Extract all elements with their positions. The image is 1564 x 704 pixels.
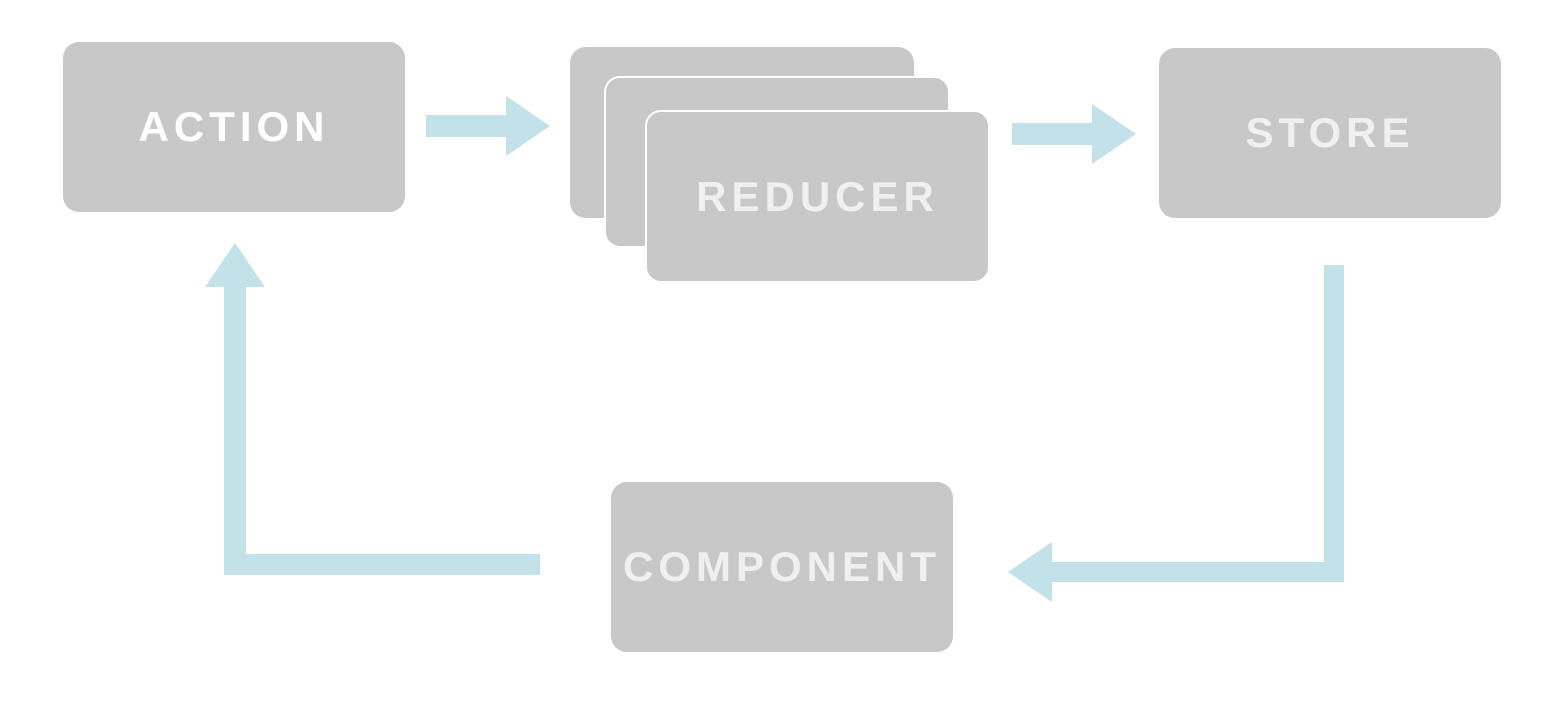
store-node: STORE xyxy=(1159,48,1501,218)
arrow-store-to-component xyxy=(1008,265,1344,602)
action-label: ACTION xyxy=(138,103,330,150)
reducer-label: REDUCER xyxy=(696,172,939,220)
component-node: COMPONENT xyxy=(611,482,953,652)
reducer-node: REDUCER xyxy=(645,110,990,283)
arrow-component-to-action xyxy=(205,243,540,575)
store-label: STORE xyxy=(1245,109,1415,156)
component-label: COMPONENT xyxy=(623,543,941,590)
action-node: ACTION xyxy=(63,42,405,212)
arrow-action-to-reducer xyxy=(426,96,550,156)
arrow-reducer-to-store xyxy=(1012,104,1136,164)
